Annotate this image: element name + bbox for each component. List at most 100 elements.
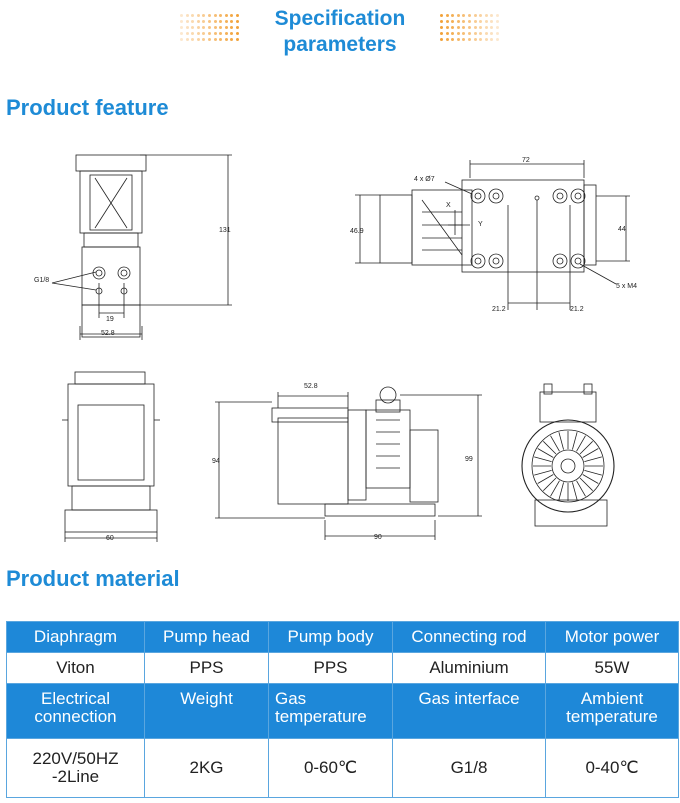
decorative-dot — [219, 38, 223, 41]
decorative-dot — [490, 20, 494, 23]
decorative-dot — [451, 26, 455, 29]
decorative-dot — [208, 20, 211, 23]
side-view-drawing — [215, 386, 482, 540]
decorative-dot — [180, 38, 183, 41]
decorative-dot — [191, 32, 195, 35]
decorative-dot — [213, 14, 217, 17]
decorative-dot — [496, 26, 499, 29]
decorative-dot — [191, 38, 195, 41]
decorative-dot — [484, 32, 488, 35]
decorative-dot — [191, 26, 195, 29]
dim-top-offset-right: 21.2 — [570, 306, 584, 313]
table-header-cell: Pump body — [268, 621, 393, 653]
decorative-dot — [224, 14, 228, 17]
decorative-dot — [236, 38, 239, 41]
decorative-dot — [462, 26, 466, 29]
decorative-dot — [202, 32, 206, 35]
table-cell: 0-60℃ — [268, 738, 393, 798]
decorative-dot — [180, 32, 183, 35]
value-line: 2KG — [189, 758, 224, 777]
decorative-dot — [440, 32, 443, 35]
decorative-dot — [490, 14, 494, 17]
decorative-dot — [208, 26, 211, 29]
decorative-dot — [496, 32, 499, 35]
page-title-line1: Specification — [274, 7, 406, 30]
decorative-dot — [191, 14, 195, 17]
decorative-dot — [484, 14, 488, 17]
decorative-dots-right — [440, 14, 502, 44]
fan-spoke — [582, 474, 599, 484]
decorative-dot — [468, 38, 471, 41]
header-line: Weight — [180, 689, 233, 708]
decorative-dot — [456, 38, 460, 41]
table-header-cell: Pump head — [144, 621, 269, 653]
decorative-dot — [473, 26, 477, 29]
decorative-dot — [180, 14, 183, 17]
decorative-dot — [230, 20, 234, 23]
dim-side-height-left: 94 — [212, 458, 220, 465]
decorative-dot — [213, 38, 217, 41]
fan-spoke — [558, 432, 564, 450]
fan-spoke — [534, 456, 552, 462]
decorative-dot — [219, 20, 223, 23]
decorative-dot — [473, 14, 477, 17]
decorative-dot — [451, 20, 455, 23]
page-title-line2: parameters — [283, 33, 397, 56]
fan-spoke — [537, 474, 554, 484]
decorative-dot — [484, 38, 488, 41]
dim-top-offset-left: 21.2 — [492, 306, 506, 313]
decorative-dot — [185, 32, 189, 35]
value-line: 0-60℃ — [303, 758, 358, 777]
decorative-dot — [230, 38, 234, 41]
table-cell: Viton — [6, 652, 145, 684]
decorative-dot — [484, 20, 488, 23]
product-feature-heading: Product feature — [6, 95, 169, 120]
decorative-dot — [462, 20, 466, 23]
fan-spoke — [584, 456, 602, 462]
decorative-dot — [445, 38, 449, 41]
decorative-dot — [496, 20, 499, 23]
header-line: temperature — [566, 707, 658, 726]
dim-side-top-width: 52.8 — [304, 383, 318, 390]
fan-spoke — [576, 435, 586, 452]
decorative-dot — [202, 38, 206, 41]
decorative-dot — [202, 20, 206, 23]
decorative-dot — [224, 38, 228, 41]
decorative-dot — [196, 20, 200, 23]
decorative-dot — [202, 26, 206, 29]
dim-rear-width: 60 — [106, 535, 114, 542]
decorative-dot — [496, 38, 499, 41]
decorative-dot — [230, 14, 234, 17]
decorative-dot — [230, 26, 234, 29]
dimension-drawings: 131 G1/8 19 52.8 4 x Ø7 72 46.9 44 5 x M… — [34, 154, 637, 542]
decorative-dot — [236, 32, 239, 35]
decorative-dot — [456, 26, 460, 29]
decorative-dot — [440, 26, 443, 29]
decorative-dot — [236, 14, 239, 17]
dim-front-spacing: 19 — [106, 316, 114, 323]
decorative-dot — [230, 32, 234, 35]
table-header-cell: Electrical connection — [6, 683, 145, 739]
table-header-cell: Diaphragm — [6, 621, 145, 653]
decorative-dot — [185, 20, 189, 23]
dim-front-height: 131 — [219, 227, 231, 234]
table-header-cell: Connecting rod — [392, 621, 546, 653]
table-header-cell: Ambient temperature — [545, 683, 679, 739]
decorative-dot — [440, 20, 443, 23]
decorative-dot — [468, 32, 471, 35]
header-line: connection — [34, 707, 117, 726]
table-header-cell: Motor power — [545, 621, 679, 653]
page-title: Specification parameters — [250, 6, 430, 58]
fan-spoke — [584, 470, 602, 476]
decorative-dot — [196, 32, 200, 35]
decorative-dot — [224, 26, 228, 29]
decorative-dot — [185, 14, 189, 17]
table-header-cell: Gas interface — [392, 683, 546, 739]
decorative-dot — [473, 32, 477, 35]
decorative-dot — [213, 20, 217, 23]
table-cell: PPS — [268, 652, 393, 684]
decorative-dot — [445, 20, 449, 23]
table-cell: 0-40℃ — [545, 738, 679, 798]
table-header-row: Diaphragm Pump head Pump body Connecting… — [6, 621, 679, 653]
value-line: -2Line — [51, 767, 100, 786]
